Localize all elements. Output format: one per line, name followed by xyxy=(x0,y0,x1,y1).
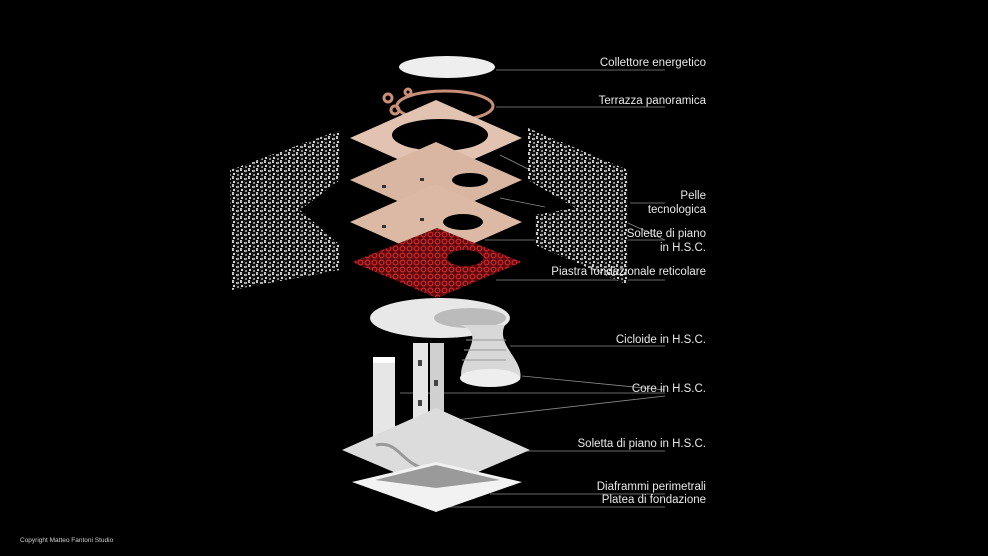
piastra-fondazionale-reticolare xyxy=(352,228,522,298)
pelle-tecnologica-left xyxy=(230,130,340,290)
label-cicloide: Cicloide in H.S.C. xyxy=(615,334,706,346)
solette-di-piano xyxy=(350,100,522,260)
label-solette-line1: Solette di piano xyxy=(626,228,706,240)
label-platea-di-fondazione: Platea di fondazione xyxy=(601,494,706,506)
label-solette-di-piano: Solette di piano in H.S.C. xyxy=(627,227,706,255)
label-soletta-di-piano: Soletta di piano in H.S.C. xyxy=(577,438,707,450)
collettore-energetico-disc xyxy=(399,56,495,78)
label-pelle-line1: Pelle xyxy=(680,190,706,202)
pelle-tecnologica-right xyxy=(528,128,628,285)
label-terrazza-panoramica: Terrazza panoramica xyxy=(598,95,706,107)
label-core: Core in H.S.C. xyxy=(631,383,706,395)
label-pelle-tecnologica: Pelle tecnologica xyxy=(648,189,706,217)
copyright-text: Copyright Matteo Fantoni Studio xyxy=(20,537,114,544)
label-solette-line2: in H.S.C. xyxy=(659,242,706,254)
cicloide xyxy=(370,298,521,387)
label-piastra-fondazionale: Piastra fondazionale reticolare xyxy=(551,266,706,278)
platea-di-fondazione xyxy=(352,462,522,512)
label-pelle-line2: tecnologica xyxy=(647,204,706,216)
label-collettore-energetico: Collettore energetico xyxy=(599,57,706,69)
label-diaframmi-perimetrali: Diaframmi perimetrali xyxy=(596,481,706,493)
leader-lines xyxy=(400,69,666,508)
